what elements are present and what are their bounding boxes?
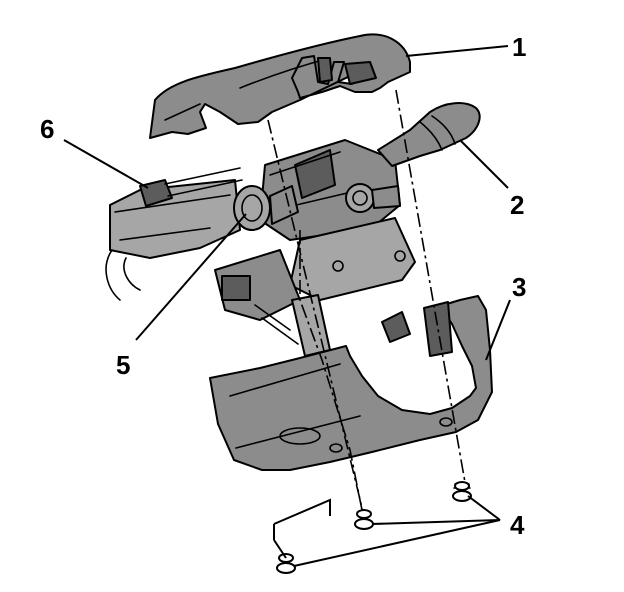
callout-labels: 1 2 3 4 5 6 bbox=[40, 32, 526, 540]
callout-5: 5 bbox=[116, 350, 130, 380]
callout-6: 6 bbox=[40, 114, 54, 144]
leader-4a bbox=[467, 495, 501, 521]
lower-bracket-outline bbox=[273, 498, 331, 559]
steering-column-assembly bbox=[105, 139, 416, 357]
leader-2 bbox=[459, 139, 509, 189]
callout-3: 3 bbox=[512, 272, 526, 302]
leader-6 bbox=[63, 139, 149, 189]
callout-4: 4 bbox=[510, 510, 525, 540]
ignition-lock-cylinder bbox=[233, 185, 299, 231]
screw-right bbox=[452, 481, 472, 502]
lower-trim-cover bbox=[209, 295, 493, 471]
leader-1 bbox=[405, 45, 509, 57]
screw-left bbox=[276, 553, 296, 574]
switch-connector bbox=[139, 167, 243, 207]
leader-4c bbox=[293, 519, 501, 567]
callout-2: 2 bbox=[510, 190, 524, 220]
multifunction-switch-lever bbox=[377, 102, 481, 167]
leader-4b bbox=[371, 519, 501, 525]
leader-lines bbox=[63, 45, 511, 567]
leader-3 bbox=[485, 299, 511, 361]
upper-trim-cover bbox=[149, 33, 411, 139]
screw-middle bbox=[354, 509, 374, 530]
alignment-centerlines bbox=[267, 89, 467, 517]
mounting-screws bbox=[276, 481, 472, 574]
callout-1: 1 bbox=[512, 32, 526, 62]
leader-5 bbox=[135, 213, 247, 341]
